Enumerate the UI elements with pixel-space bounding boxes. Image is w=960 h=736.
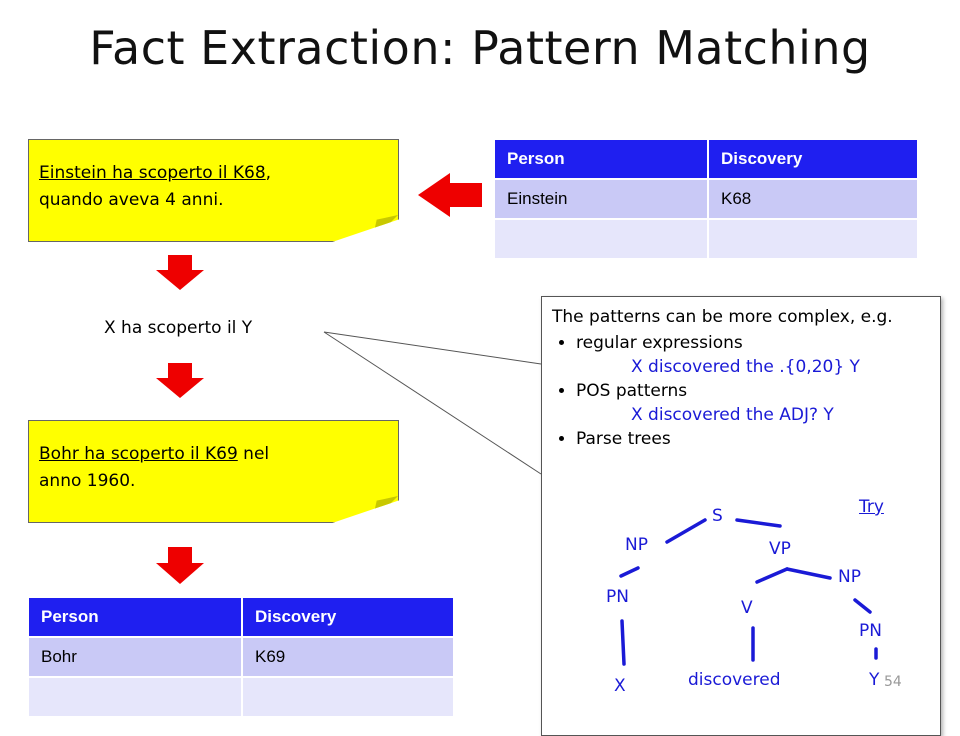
facts-table-bottom: Person Discovery Bohr K69 [27, 596, 455, 718]
example-sentence-note-bottom: Bohr ha scoperto il K69 nel anno 1960. [28, 420, 399, 523]
note-bottom-line1: Bohr ha scoperto il K69 nel [39, 441, 388, 468]
bullet-label: regular expressions [576, 333, 743, 353]
parse-tree-edges [619, 518, 878, 666]
cell-discovery: K69 [241, 636, 455, 678]
tree-leaf-y: Y [869, 670, 880, 690]
tree-leaf-x: X [614, 676, 626, 696]
list-item: POS patterns X discovered the ADJ? Y [576, 379, 932, 427]
cell-discovery: K68 [707, 178, 919, 220]
bullet-example: X discovered the ADJ? Y [631, 405, 834, 425]
cell-person [493, 218, 709, 260]
table-header-row: Person Discovery [27, 596, 455, 638]
table-row [27, 676, 455, 718]
tree-node-np: NP [625, 535, 648, 555]
cell-discovery [707, 218, 919, 260]
note-top-line2: quando aveva 4 anni. [39, 190, 224, 210]
cell-discovery [241, 676, 455, 718]
note-top-match: Einstein ha scoperto il K68 [39, 163, 266, 183]
cell-person [27, 676, 243, 718]
table-row [493, 218, 919, 260]
note-top-line1: Einstein ha scoperto il K68, [39, 160, 388, 187]
note-bottom-line2: anno 1960. [39, 471, 136, 491]
tree-node-v: V [741, 598, 753, 618]
arrow-down-icon [156, 255, 204, 290]
note-bottom-match: Bohr ha scoperto il K69 [39, 444, 238, 464]
table-row: Einstein K68 [493, 178, 919, 220]
tree-node-np-object: NP [838, 567, 861, 587]
arrow-down-icon [156, 547, 204, 584]
bullet-label: POS patterns [576, 381, 688, 401]
callout-pointer [323, 331, 542, 475]
cell-person: Bohr [27, 636, 243, 678]
list-item: regular expressions X discovered the .{0… [576, 331, 932, 379]
tree-node-pn-object: PN [859, 621, 882, 641]
header-discovery: Discovery [707, 138, 919, 180]
page-number: 54 [884, 674, 902, 690]
tree-node-pn: PN [606, 587, 629, 607]
arrow-left-icon [418, 173, 482, 217]
slide-title: Fact Extraction: Pattern Matching [89, 21, 871, 75]
tree-leaf-discovered: discovered [688, 670, 781, 690]
note-bottom-rest: nel [237, 444, 270, 464]
pattern-complexity-callout: The patterns can be more complex, e.g. r… [541, 296, 941, 736]
callout-intro: The patterns can be more complex, e.g. [552, 307, 893, 327]
callout-bullet-list: regular expressions X discovered the .{0… [552, 331, 932, 451]
slide-graphics [156, 173, 878, 666]
tree-node-vp: VP [769, 539, 791, 559]
table-header-row: Person Discovery [493, 138, 919, 180]
header-discovery: Discovery [241, 596, 455, 638]
table-row: Bohr K69 [27, 636, 455, 678]
bullet-label: Parse trees [576, 429, 671, 449]
note-top-rest: , [265, 163, 272, 183]
bullet-example: X discovered the .{0,20} Y [631, 357, 860, 377]
arrow-down-icon [156, 363, 204, 398]
list-item: Parse trees [576, 427, 932, 451]
extracted-pattern: X ha scoperto il Y [104, 318, 253, 338]
cell-person: Einstein [493, 178, 709, 220]
facts-table-top: Person Discovery Einstein K68 [493, 138, 919, 260]
header-person: Person [27, 596, 243, 638]
header-person: Person [493, 138, 709, 180]
tree-node-s: S [712, 506, 723, 526]
try-link[interactable]: Try [859, 497, 884, 517]
